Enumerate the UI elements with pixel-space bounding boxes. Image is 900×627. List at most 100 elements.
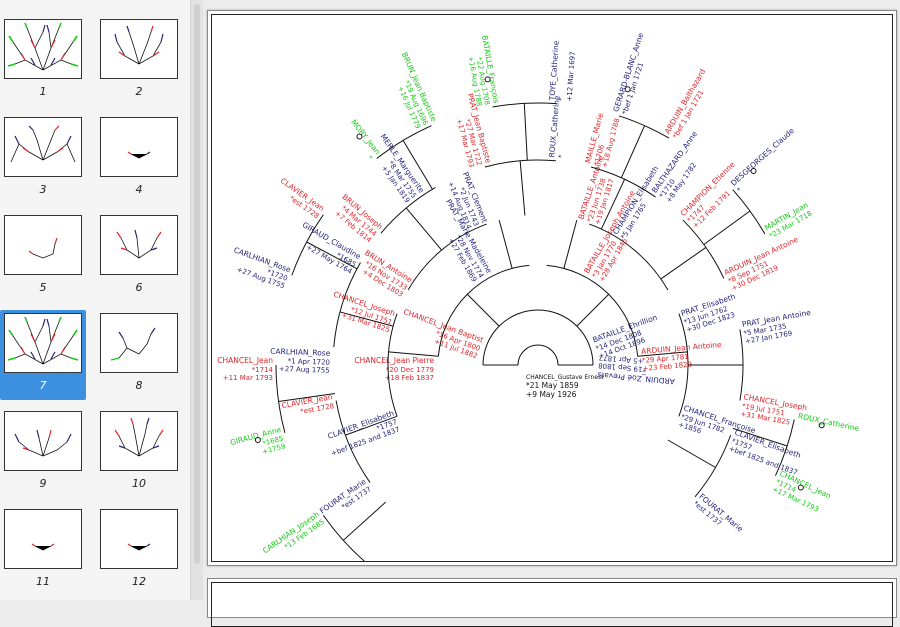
leaf-marker [818,422,825,429]
leaf-marker [356,133,363,140]
pedigree-arc [589,223,669,291]
thumbnail-label: 3 [39,183,47,196]
thumbnail-label: 2 [135,85,143,98]
person-label[interactable]: PRAT_Elisabeth*13 Jun 1762+30 Dec 1823 [680,292,742,334]
thumbnail-frame [100,509,178,569]
pedigree-connector [660,247,707,280]
pedigree-connector [405,207,442,251]
person-label[interactable]: ARDUIN_Jean Antoine*8 Sep 1751+30 Dec 18… [723,235,807,293]
person-label[interactable]: CHANCEL_Jean*1714+17 Mar 1793 [771,469,833,516]
leaf-marker [797,484,804,491]
page-thumbnail-3[interactable]: 3 [0,114,86,196]
thumbnail-frame [100,411,178,471]
person-death: +18 Aug 1788 [601,117,622,168]
person-label[interactable]: CLAVIER_Jean*est 1728 [281,392,335,419]
person-label[interactable]: BRUN_Antoine*16 Nov 1733+4 Dec 1803 [354,248,414,299]
person-label[interactable]: MAILLE_Marie*1706+18 Aug 1788 [583,112,622,169]
page-thumbnail-1[interactable]: 1 [0,16,86,98]
person-label[interactable]: ARDUIN_Balthazard*bef 1 Jan 1721 [663,67,715,140]
scrollbar-thumb[interactable] [194,4,200,564]
person-birth: * [557,154,565,159]
person-label[interactable]: ARDUIN_Jean Antoine*29 Apr 1781+23 Feb 1… [641,340,724,373]
thumbnail-frame [4,19,82,79]
person-label[interactable]: FOURAT_Marie*est 1737 [692,492,745,541]
person-label[interactable]: MARTIN_Jean*23 Mar 1718 [763,200,814,240]
person-label[interactable]: PRAT_Jean Antoine*5 Mar 1735+27 Jan 1769 [741,308,815,346]
pedigree-arc [335,400,371,483]
page-thumbnail-8[interactable]: 8 [96,310,182,392]
person-name: CARLHIAN_Rose [270,347,331,358]
page-thumbnail-11[interactable]: 11 [0,506,86,588]
pedigree-connector [563,219,578,269]
thumbnail-preview [114,25,164,65]
person-label[interactable]: CLAVIER_Elisabeth*1757+bef 1825 and 1837 [728,428,805,477]
thumbnail-frame [100,313,178,373]
thumbnail-label: 5 [39,281,47,294]
pedigree-connector [667,439,716,468]
person-label[interactable]: GERARD-BLANC_Anne*bef 1 Jan 1721 [611,31,654,115]
person-label[interactable]: BRUN_Joseph*4 Mar 1744+7 Feb 1814 [329,192,384,244]
thumbnail-frame [100,19,178,79]
fan-chart: CHANCEL_Gustave Ernest*21 May 1859+9 May… [217,31,860,609]
person-label[interactable]: GIRAUD_Anne*1685+1759 [229,425,287,464]
pedigree-connector [339,311,394,327]
thumbnail-label: 11 [36,575,50,588]
page-thumbnail-2[interactable]: 2 [96,16,182,98]
person-label[interactable]: CHANCEL_Joseph*12 Jul 1751+31 Mar 1825 [327,290,396,335]
thumbnail-preview [31,543,55,551]
thumbnail-scrollbar[interactable] [191,0,203,600]
person-label[interactable]: CLAVIER_Jean*est 1728 [274,176,327,220]
pedigree-connector [498,219,513,269]
thumbnail-preview [127,151,151,159]
person-label[interactable]: TOYE_Catherine*+12 Mar 1697 [547,40,577,103]
root-person-name: CHANCEL_Gustave Ernest [526,374,604,381]
person-label[interactable]: CARLHIAN_Rose*1 Apr 1720+27 Aug 1755 [269,347,331,375]
person-label[interactable]: CHANCEL_Jean*1714+11 Mar 1793 [217,356,273,382]
page-thumbnail-7[interactable]: 7 [0,310,86,400]
pedigree-arc [291,214,324,276]
person-label[interactable]: CLAVIER_Elisabeth*1757+bef 1825 and 1837 [324,408,401,457]
page-thumbnail-5[interactable]: 5 [0,212,86,294]
person-name: ROUX_Catherine [547,95,561,158]
page-thumbnail-9[interactable]: 9 [0,408,86,490]
pedigree-arc [678,313,689,417]
pedigree-arc [275,364,286,433]
pedigree-arc [682,219,725,279]
pedigree-arc [484,159,556,168]
person-death: +5 Apr 1877 [599,353,644,365]
person-label[interactable]: ROUX_Catherine [797,411,860,433]
page-thumbnail-panel: 1 2 3 4 5 [0,0,191,600]
page-thumbnail-10[interactable]: 10 [96,408,182,490]
person-label[interactable]: ROUX_Catherine* [547,95,570,159]
page-thumbnail-4[interactable]: 4 [96,114,182,196]
person-label[interactable]: CHANCEL_Jean Baptist*16 Apr 1800+11 Jul … [396,307,484,360]
person-name: CHANCEL_Jean Pierre [354,356,434,365]
leaf-marker [750,167,757,174]
page-thumbnail-6[interactable]: 6 [96,212,182,294]
thumbnail-frame [100,117,178,177]
pedigree-arc [482,309,594,366]
person-label[interactable]: CHANCEL_Jean Pierre*20 Dec 1779+18 Feb 1… [354,356,434,382]
person-label[interactable]: CARLHIAN_Rose*1720+27 Aug 1755 [227,245,293,290]
pedigree-arc [387,313,398,417]
person-name: CHANCEL_Jean [217,356,273,365]
thumbnail-frame [4,313,82,373]
pedigree-connector [345,415,398,436]
pedigree-arc [322,514,370,567]
person-death: +27 Aug 1755 [279,365,330,375]
person-birth: *1 Apr 1720 [288,357,331,366]
page-thumbnail-12[interactable]: 12 [96,506,182,588]
thumbnail-preview [14,429,72,457]
person-label[interactable]: CARLHIAN_Joseph*13 Feb 1685 [261,509,326,561]
pedigree-connector [576,293,610,327]
pedigree-connector [637,351,688,357]
root-person-death: +9 May 1926 [526,390,577,399]
thumbnail-preview [28,237,58,259]
person-label[interactable]: FOURAT_Marie*est 1737 [318,477,373,523]
pedigree-connector [278,393,336,402]
person-name: DESGEORGES_Claude [729,126,796,188]
document-page: CHANCEL_Gustave Ernest*21 May 1859+9 May… [207,10,897,609]
person-label[interactable]: MORY_Jean* [342,118,382,162]
person-label[interactable]: DESGEORGES_Claude* [729,126,802,195]
person-label[interactable]: BRUN_Jean Baptiste*19 Aug 1696+16 Jul 17… [384,51,438,130]
